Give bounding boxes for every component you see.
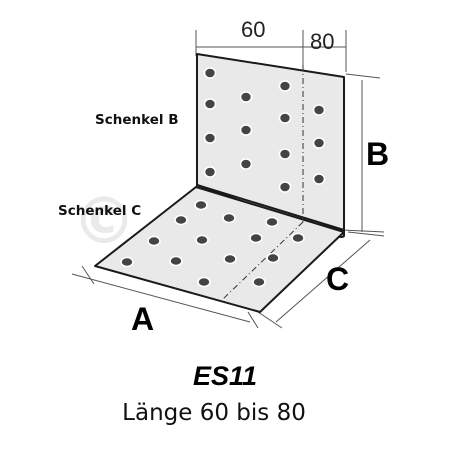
leg-b-label: Schenkel B [95, 112, 179, 128]
dimension-60-label: 60 [241, 17, 265, 42]
model-code: ES11 [193, 361, 257, 391]
leg-c-holes [120, 199, 305, 288]
center-line-floor [221, 221, 304, 301]
leg-c-label: Schenkel C [58, 203, 141, 219]
dimension-80-label: 80 [310, 29, 334, 54]
letter-a: A [131, 301, 154, 337]
leg-b-holes [203, 67, 326, 193]
top-dimension-lines [71, 30, 385, 329]
length-caption: Länge 60 bis 80 [122, 400, 306, 426]
leg-c-plate [94, 186, 345, 313]
letter-b: B [366, 136, 389, 172]
letter-c: C [326, 261, 349, 297]
